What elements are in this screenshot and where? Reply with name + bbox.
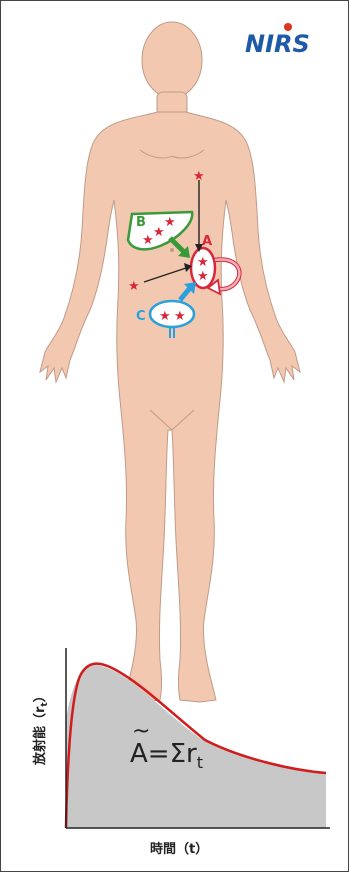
star-icon: ★: [193, 169, 205, 184]
logo-text: NIRS: [245, 30, 310, 58]
x-axis-label: 時間（t）: [150, 841, 208, 857]
head: [142, 22, 202, 98]
formula-text: A=Σrt: [130, 739, 203, 772]
organ-b-label: B: [136, 215, 146, 230]
star-icon: ★: [128, 279, 140, 294]
star-icon: ★: [164, 215, 176, 230]
organ-c-label: C: [136, 309, 146, 324]
star-icon: ★: [197, 255, 209, 270]
star-icon: ★: [153, 225, 165, 240]
star-icon: ★: [159, 309, 171, 324]
organ-a-label: A: [202, 234, 212, 249]
nirs-logo: NIRS: [245, 23, 310, 58]
y-axis-label: 放射能（rt）: [32, 689, 50, 766]
organ-c-outline: [150, 301, 194, 327]
y-axis-label-group: 放射能（rt）: [32, 689, 50, 766]
torso: [40, 112, 300, 702]
star-icon: ★: [174, 309, 186, 324]
navel: [171, 249, 174, 252]
star-icon: ★: [142, 233, 154, 248]
star-icon: ★: [197, 269, 209, 284]
human-body: [40, 22, 300, 702]
